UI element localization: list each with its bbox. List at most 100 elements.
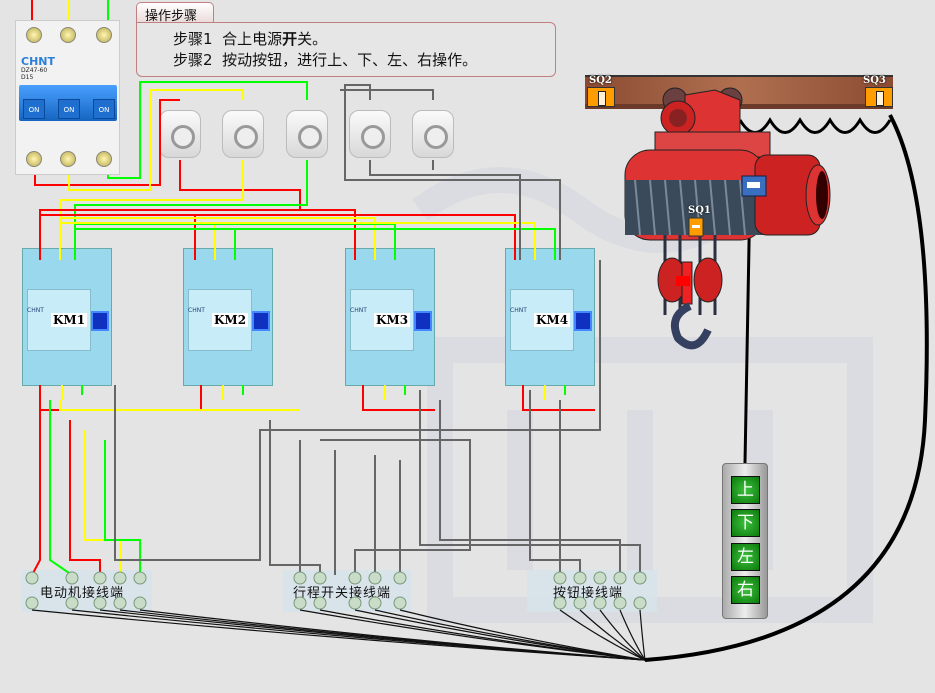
wire (200, 385, 273, 411)
screw-icon (26, 151, 42, 167)
limit-switch-sq2[interactable] (587, 87, 615, 107)
terminal-screw-icon[interactable] (113, 596, 127, 610)
terminal-screw-icon[interactable] (368, 596, 382, 610)
wire (559, 609, 646, 661)
contactor-brand: CHNT (27, 307, 44, 314)
terminal-screw-icon[interactable] (133, 596, 147, 610)
terminal-screw-icon[interactable] (313, 571, 327, 585)
terminal-screw-icon[interactable] (593, 596, 607, 610)
fuse[interactable] (286, 110, 328, 158)
wire (104, 440, 141, 575)
up-button[interactable]: 上 (731, 476, 760, 504)
wire (59, 400, 300, 411)
wire (84, 430, 121, 575)
terminal-screw-icon[interactable] (368, 571, 382, 585)
contactor-brand: CHNT (510, 307, 527, 314)
right-button[interactable]: 右 (731, 576, 760, 604)
wire (319, 609, 646, 661)
terminal-screw-icon[interactable] (25, 596, 39, 610)
terminal-screw-icon[interactable] (573, 596, 587, 610)
terminal-screw-icon[interactable] (25, 571, 39, 585)
contactor-km2[interactable]: CHNT KM2 (183, 248, 273, 386)
terminal-screw-icon[interactable] (613, 596, 627, 610)
model-text: DZ47-60 (21, 67, 48, 74)
step-number: 步骤1 (173, 30, 213, 48)
screw-icon (60, 27, 76, 43)
screw-icon (96, 27, 112, 43)
terminal-screw-icon[interactable] (65, 596, 79, 610)
terminal-screw-icon[interactable] (633, 596, 647, 610)
wire (68, 89, 244, 191)
wire (75, 228, 236, 260)
screw-icon (96, 151, 112, 167)
electric-hoist (624, 87, 831, 350)
contactor-label: KM4 (534, 313, 571, 327)
instructions-panel: 步骤1 合上电源开关。 步骤2 按动按钮，进行上、下、左、右操作。 (136, 22, 556, 77)
terminal-screw-icon[interactable] (633, 571, 647, 585)
terminal-screw-icon[interactable] (65, 571, 79, 585)
contactor-brand: CHNT (350, 307, 367, 314)
terminal-screw-icon[interactable] (133, 571, 147, 585)
terminal-screw-icon[interactable] (393, 571, 407, 585)
fuse[interactable] (159, 110, 201, 158)
coil-indicator (574, 311, 592, 331)
pendant-control: 上 下 左 右 (722, 463, 768, 619)
on-switch[interactable]: ON (58, 99, 80, 119)
wire (579, 609, 646, 661)
left-button[interactable]: 左 (731, 543, 760, 571)
fuse[interactable] (222, 110, 264, 158)
wire (34, 99, 180, 186)
instructions-tab[interactable]: 操作步骤 (136, 2, 214, 24)
contactor-km4[interactable]: CHNT KM4 (505, 248, 595, 386)
sq2-label: SQ2 (589, 75, 612, 86)
wire (59, 160, 244, 260)
terminal-screw-icon[interactable] (553, 571, 567, 585)
wire (114, 260, 601, 561)
wire (107, 81, 308, 179)
rating-text: D15 (21, 74, 34, 81)
terminal-screw-icon[interactable] (573, 571, 587, 585)
wire (40, 209, 356, 260)
contactor-label: KM1 (51, 313, 88, 327)
coil-indicator (252, 311, 270, 331)
terminal-screw-icon[interactable] (393, 596, 407, 610)
terminal-screw-icon[interactable] (93, 596, 107, 610)
contactor-brand: CHNT (188, 307, 205, 314)
wire (340, 89, 434, 100)
terminal-screw-icon[interactable] (553, 596, 567, 610)
sq3-label: SQ3 (863, 75, 886, 86)
wire (320, 439, 471, 575)
cable (738, 117, 892, 134)
on-switch[interactable]: ON (93, 99, 115, 119)
fuse[interactable] (349, 110, 391, 158)
down-button[interactable]: 下 (731, 509, 760, 537)
wire (522, 385, 595, 411)
terminal-screw-icon[interactable] (348, 571, 362, 585)
wire (49, 400, 73, 576)
terminal-screw-icon[interactable] (93, 571, 107, 585)
wire (31, 385, 41, 576)
terminal-screw-icon[interactable] (293, 596, 307, 610)
contactor-km1[interactable]: CHNT KM1 (22, 248, 112, 386)
wire (40, 214, 516, 260)
contactor-label: KM2 (212, 313, 249, 327)
terminal-screw-icon[interactable] (348, 596, 362, 610)
terminal-screw-icon[interactable] (313, 596, 327, 610)
fuse[interactable] (412, 110, 454, 158)
wire (75, 228, 556, 260)
terminal-screw-icon[interactable] (293, 571, 307, 585)
step-text: 按动按钮，进行上、下、左、右操作。 (222, 51, 478, 69)
sq1-label: SQ1 (688, 205, 711, 216)
terminal-screw-icon[interactable] (593, 571, 607, 585)
on-switch[interactable]: ON (23, 99, 45, 119)
limit-switch-sq3[interactable] (865, 87, 893, 107)
terminal-screw-icon[interactable] (613, 571, 627, 585)
motor-terminal-strip[interactable] (22, 570, 152, 612)
step-text: 合上电源 (222, 30, 283, 48)
step-text-bold: 开 (282, 30, 298, 48)
terminal-screw-icon[interactable] (113, 571, 127, 585)
